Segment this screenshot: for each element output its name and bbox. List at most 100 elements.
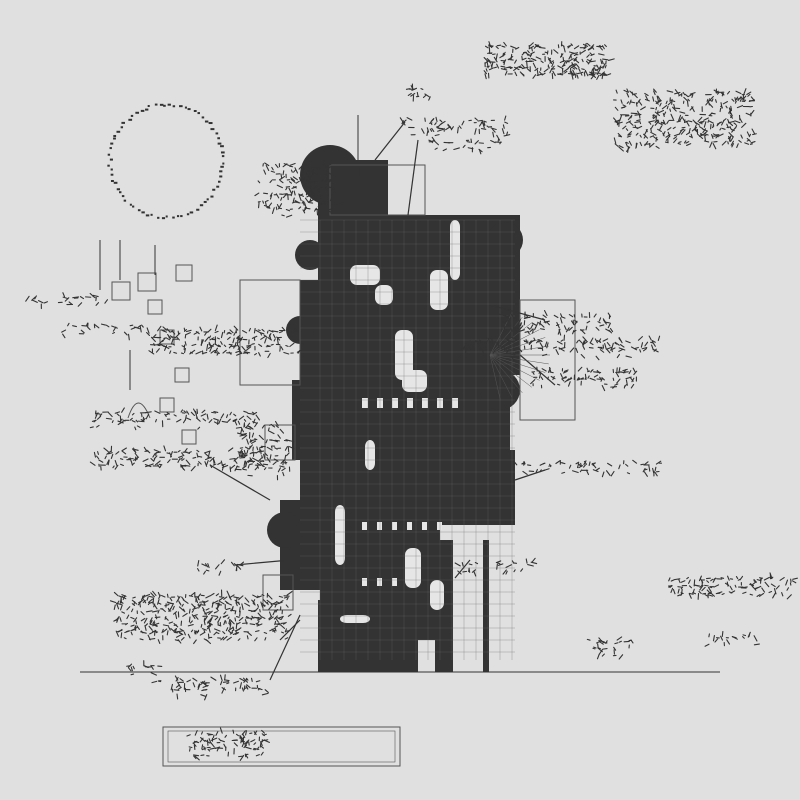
glyph-stroke (222, 635, 228, 641)
glyph-stroke (513, 569, 516, 573)
glyph-stroke (119, 617, 122, 622)
ring-dot (193, 109, 197, 112)
glyph-stroke (275, 206, 278, 211)
glyph-stroke (281, 631, 285, 634)
glyph-stroke (265, 439, 268, 444)
glyph-stroke (652, 467, 655, 474)
glyph-stroke (483, 563, 488, 565)
glyph-stroke (527, 50, 530, 54)
glyph-stroke (240, 427, 243, 435)
glyph-stroke (628, 140, 632, 146)
glyph-stroke (613, 646, 617, 651)
glyph-stroke (579, 469, 583, 473)
glyph-stroke (192, 742, 197, 747)
glyph-stroke (255, 622, 261, 626)
outline-box (519, 299, 576, 421)
glyph-stroke (25, 295, 30, 302)
glyph-stroke (630, 101, 636, 104)
glyph-stroke (282, 459, 285, 466)
glyph-stroke (260, 745, 264, 749)
glyph-stroke (768, 590, 773, 594)
glyph-stroke (116, 629, 123, 633)
glyph-stroke (140, 611, 145, 616)
glyph-stroke (272, 629, 276, 632)
glyph-stroke (235, 350, 241, 353)
glyph-stroke (194, 755, 200, 761)
glyph-stroke (239, 336, 244, 341)
glyph-stroke (625, 141, 629, 144)
glyph-stroke (736, 105, 744, 109)
glyph-stroke (171, 343, 176, 346)
glyph-stroke (750, 96, 756, 102)
glyph-stroke (792, 577, 798, 580)
glyph-stroke (703, 117, 709, 121)
glyph-stroke (654, 120, 660, 126)
glyph-stroke (629, 99, 632, 105)
ring-dot (107, 164, 110, 167)
glyph-stroke (426, 129, 429, 137)
glyph-stroke (186, 734, 191, 737)
glyph-stroke (203, 620, 206, 626)
glyph-stroke (601, 45, 605, 50)
glyph-stroke (140, 617, 146, 622)
glyph-stroke (269, 180, 273, 184)
glyph-stroke (486, 65, 490, 68)
glyph-stroke (274, 617, 279, 623)
glyph-stroke (525, 51, 529, 56)
glyph-stroke (244, 602, 251, 607)
glyph-stroke (747, 93, 751, 97)
glyph-stroke (123, 331, 128, 336)
glyph-stroke (155, 614, 158, 620)
glyph-stroke (523, 339, 529, 344)
glyph-stroke (544, 468, 550, 471)
glyph-stroke (153, 622, 160, 626)
glyph-stroke (485, 340, 489, 344)
glyph-stroke (199, 737, 204, 743)
glyph-stroke (682, 91, 686, 96)
glyph-stroke (190, 411, 195, 417)
glyph-stroke (507, 58, 514, 61)
glyph-stroke (753, 643, 760, 646)
glyph-stroke (739, 117, 743, 123)
glyph-stroke (309, 198, 312, 202)
glyph-stroke (152, 590, 157, 596)
glyph-stroke (707, 594, 714, 597)
glyph-stroke (492, 349, 496, 355)
glyph-stroke (563, 67, 569, 72)
glyph-stroke (736, 143, 739, 149)
glyph-stroke (225, 607, 231, 611)
glyph-stroke (241, 742, 245, 748)
glyph-stroke (657, 99, 662, 103)
glyph-stroke (650, 127, 652, 133)
glyph-stroke (478, 148, 483, 153)
glyph-stroke (585, 469, 590, 476)
glyph-stroke (141, 597, 147, 604)
glyph-stroke (225, 627, 229, 632)
glyph-stroke (116, 413, 120, 417)
glyph-stroke (224, 734, 227, 738)
glyph-stroke (595, 467, 600, 471)
glyph-stroke (306, 160, 312, 166)
glyph-stroke (206, 624, 212, 630)
glyph-stroke (529, 53, 533, 58)
glyph-stroke (260, 332, 265, 335)
glyph-stroke (306, 174, 311, 179)
ring-dot (204, 120, 209, 123)
glyph-stroke (642, 467, 646, 473)
glyph-stroke (733, 122, 737, 126)
glyph-stroke (220, 331, 224, 339)
glyph-stroke (212, 459, 215, 466)
glyph-stroke (593, 313, 597, 318)
glyph-stroke (152, 597, 155, 605)
glyph-stroke (136, 425, 141, 428)
glyph-stroke (495, 45, 499, 50)
glyph-stroke (237, 338, 242, 341)
ring-dot (172, 216, 175, 219)
glyph-stroke (204, 456, 212, 461)
glyph-stroke (157, 609, 160, 614)
glyph-stroke (551, 61, 555, 68)
glyph-stroke (589, 60, 596, 63)
glyph-stroke (255, 754, 260, 757)
glyph-stroke (114, 411, 121, 414)
glyph-stroke (680, 129, 686, 135)
